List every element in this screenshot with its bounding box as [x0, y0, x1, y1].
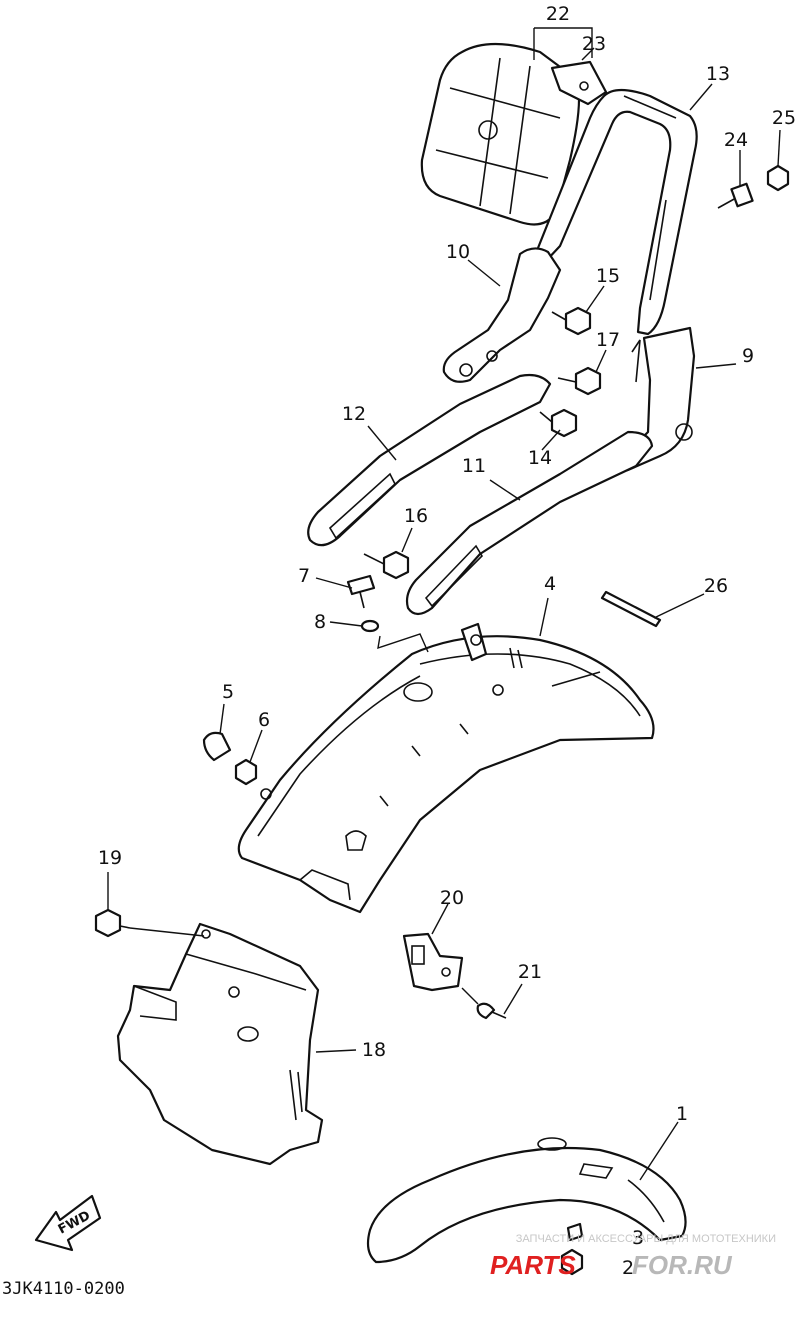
- callout-14: 14: [528, 447, 552, 469]
- bracket-20: [402, 932, 464, 992]
- callout-9: 9: [742, 345, 754, 367]
- bolt-17: [557, 366, 602, 396]
- nut-6: [234, 758, 258, 786]
- callout-17: 17: [596, 329, 620, 351]
- callout-26: 26: [704, 575, 728, 597]
- callouts: 22 23 13 25 24 10 15 17 9 12 14 11 16 7 …: [98, 3, 796, 1279]
- callout-22: 22: [546, 3, 570, 25]
- callout-5: 5: [222, 681, 234, 703]
- callout-12: 12: [342, 403, 366, 425]
- bolt-7: [346, 574, 376, 609]
- bolt-24: [717, 182, 754, 209]
- callout-18: 18: [362, 1039, 386, 1061]
- watermark-brand-left: PARTS: [490, 1250, 576, 1280]
- leader-lines: [107, 27, 781, 1181]
- stay-right: [405, 430, 654, 616]
- backrest-bracket: [550, 60, 608, 106]
- fwd-arrow: FWD: [34, 1194, 102, 1252]
- diagram-code: 3JK4110-0200: [2, 1279, 125, 1299]
- callout-16: 16: [404, 505, 428, 527]
- callout-6: 6: [258, 709, 270, 731]
- callout-19: 19: [98, 847, 122, 869]
- callout-13: 13: [706, 63, 730, 85]
- callout-15: 15: [596, 265, 620, 287]
- nut-8: [360, 619, 380, 633]
- bolt-14: [539, 408, 578, 438]
- front-fender: [366, 1137, 687, 1264]
- callout-3: 3: [632, 1227, 644, 1249]
- callout-23: 23: [582, 33, 606, 55]
- screw-21: [476, 1002, 507, 1020]
- callout-25: 25: [772, 107, 796, 129]
- bolt-16: [363, 550, 410, 580]
- nut-25: [766, 164, 790, 192]
- callout-1: 1: [676, 1103, 688, 1125]
- callout-24: 24: [724, 129, 748, 151]
- bolt-15: [551, 306, 592, 336]
- callout-8: 8: [314, 611, 326, 633]
- bracket-left: [442, 247, 562, 383]
- bolt-19: [94, 908, 131, 938]
- inner-fender: [116, 922, 324, 1166]
- callout-10: 10: [446, 241, 470, 263]
- watermark: ЗАПЧАСТИ И АКСЕССУАРЫ ДЛЯ МОТОТЕХНИКИ PA…: [490, 1233, 776, 1280]
- callout-7: 7: [298, 565, 310, 587]
- watermark-tagline: ЗАПЧАСТИ И АКСЕССУАРЫ ДЛЯ МОТОТЕХНИКИ: [516, 1233, 776, 1245]
- rear-fender: [237, 622, 655, 914]
- callout-20: 20: [440, 887, 464, 909]
- bolt-5: [202, 731, 232, 762]
- screw-3: [566, 1222, 584, 1242]
- reflector-strip: [600, 590, 662, 628]
- callout-21: 21: [518, 961, 542, 983]
- watermark-brand-right: FOR.RU: [632, 1250, 733, 1280]
- callout-4: 4: [544, 573, 556, 595]
- callout-11: 11: [462, 455, 486, 477]
- callout-2: 2: [622, 1257, 634, 1279]
- nut-2: [560, 1248, 584, 1276]
- stay-left: [307, 373, 552, 547]
